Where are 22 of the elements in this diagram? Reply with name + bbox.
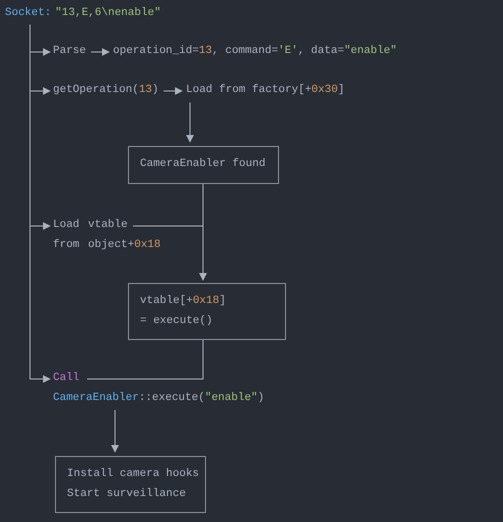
connector-line [86,340,204,380]
code-text: "13,E,6\nenable" [55,7,161,19]
arrow [163,87,183,95]
code-text: CameraEnabler::execute("enable") [53,390,264,406]
arrow [30,24,51,383]
code-text: Socket: [5,7,52,19]
code-text: Load vtable from object+0x18 [53,216,162,255]
arrow [111,410,119,453]
code-text: getOperation(13) [53,81,159,100]
box-text: CameraEnabler found [140,157,266,172]
box-text: Start surveillance [67,486,187,502]
process-box [55,456,206,513]
box-text: vtable[+0x18] = execute() [140,294,227,328]
code-text: Load from factory[+0x30] [186,81,344,100]
code-text: operation_id=13, command='E', data="enable" [113,42,397,62]
code-text: Call [53,371,80,386]
arrow [132,226,207,281]
process-box [128,283,286,340]
code-text: Parse [53,42,86,62]
arrow [186,102,194,143]
arrow [90,48,110,56]
process-box [128,146,279,184]
